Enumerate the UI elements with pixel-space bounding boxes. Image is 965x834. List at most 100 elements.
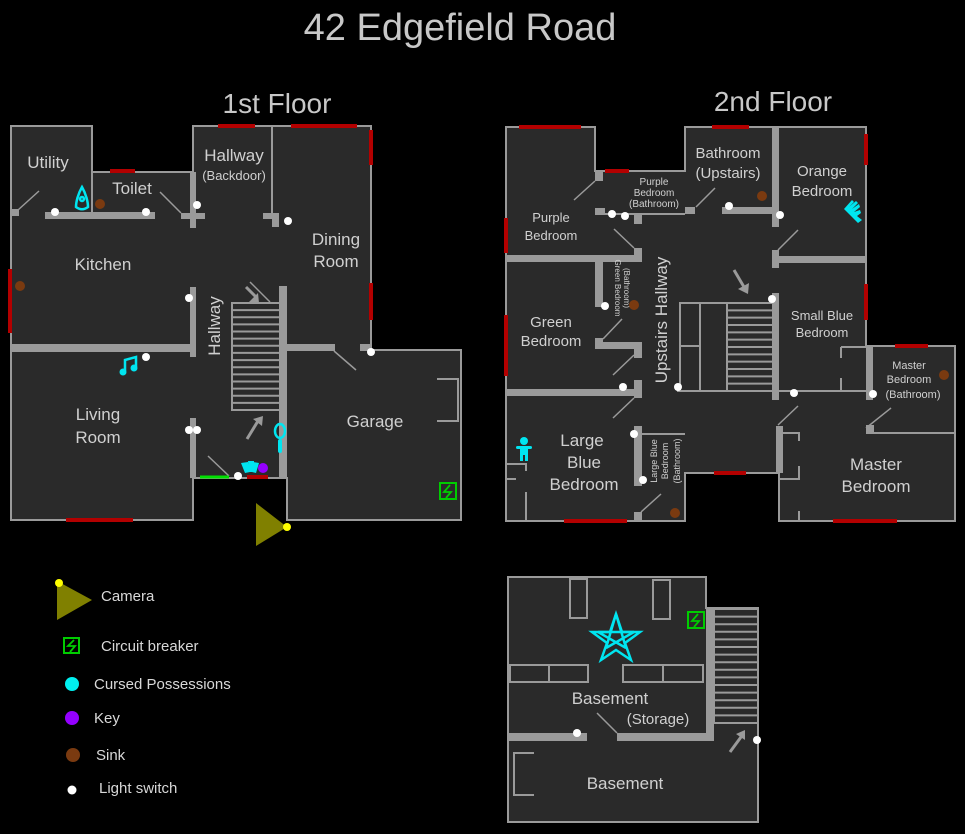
light-switch-icon[interactable] xyxy=(725,202,733,210)
room-label-basement-storage-2: (Storage) xyxy=(627,711,690,728)
light-switch-icon[interactable] xyxy=(185,426,193,434)
light-switch-icon[interactable] xyxy=(185,294,193,302)
second-floor-stairs[interactable] xyxy=(679,302,772,391)
room-label-dining-1: Dining xyxy=(312,230,360,249)
light-switches-second-floor xyxy=(601,202,877,484)
room-label-purple-bath-3: (Bathroom) xyxy=(629,199,679,210)
cursed-possession-tarot-cards-icon[interactable] xyxy=(241,461,259,473)
key-icon[interactable] xyxy=(258,463,268,473)
light-switch-icon[interactable] xyxy=(142,208,150,216)
room-label-purple-bath-2: Bedroom xyxy=(634,188,675,199)
camera-icon xyxy=(57,581,92,620)
light-switch-icon[interactable] xyxy=(601,302,609,310)
first-floor-outline xyxy=(10,125,462,521)
room-label-purple-bath-1: Purple xyxy=(640,177,669,188)
room-label-utility: Utility xyxy=(27,153,69,172)
legend-label: Key xyxy=(94,710,120,727)
room-label-dining-2: Room xyxy=(313,252,358,271)
light-switch-icon[interactable] xyxy=(768,295,776,303)
room-label-hallway-backdoor: Hallway xyxy=(204,146,264,165)
room-label-master-bedroom-1: Master xyxy=(850,455,902,474)
wall xyxy=(45,212,155,219)
light-switch-icon[interactable] xyxy=(619,383,627,391)
light-switch-icon[interactable] xyxy=(621,212,629,220)
light-switch-icon[interactable] xyxy=(142,353,150,361)
room-label-large-blue-3: Bedroom xyxy=(550,475,619,494)
legend-item-key: Key xyxy=(65,710,120,727)
light-switch-icon[interactable] xyxy=(284,217,292,225)
light-switches-first-floor xyxy=(51,201,375,480)
light-switch-icon[interactable] xyxy=(630,430,638,438)
cursed-possession-ouija-icon[interactable] xyxy=(74,184,90,211)
basement-stairs[interactable] xyxy=(706,608,759,740)
key-icon xyxy=(65,711,79,725)
room-label-bathroom-upstairs-2: (Upstairs) xyxy=(695,165,760,182)
first-floor: 1st Floor xyxy=(8,88,462,546)
room-label-garage: Garage xyxy=(347,412,404,431)
light-switch-icon[interactable] xyxy=(776,211,784,219)
map-title: 42 Edgefield Road xyxy=(304,7,617,49)
cursed-possession-monkey-paw-icon[interactable] xyxy=(844,200,862,223)
light-switch-icon[interactable] xyxy=(869,390,877,398)
legend-item-circuit-breaker: Circuit breaker xyxy=(63,637,199,655)
light-switch-icon[interactable] xyxy=(234,472,242,480)
circuit-breaker-icon[interactable] xyxy=(439,482,457,500)
room-label-living-1: Living xyxy=(76,405,120,424)
room-label-purple-bedroom-2: Bedroom xyxy=(525,228,578,243)
room-label-purple-bedroom-1: Purple xyxy=(532,210,570,225)
light-switch-icon[interactable] xyxy=(193,201,201,209)
room-label-green-bath-2: (Bathroom) xyxy=(622,268,631,308)
room-label-green-bedroom-2: Bedroom xyxy=(521,333,582,350)
room-label-large-blue-1: Large xyxy=(560,431,603,450)
room-label-large-blue-2: Blue xyxy=(567,453,601,472)
room-label-kitchen: Kitchen xyxy=(75,255,132,274)
legend-label: Sink xyxy=(96,747,126,764)
light-switch-icon[interactable] xyxy=(608,210,616,218)
light-switch-icon[interactable] xyxy=(639,476,647,484)
room-label-green-bath-1: Green Bedroom xyxy=(613,260,622,317)
first-floor-title: 1st Floor xyxy=(223,88,332,119)
circuit-breaker-icon[interactable] xyxy=(687,611,705,629)
light-switch-icon[interactable] xyxy=(367,348,375,356)
room-label-orange-bedroom-2: Bedroom xyxy=(792,183,853,200)
light-switch-icon[interactable] xyxy=(753,736,761,744)
light-switch-icon xyxy=(67,785,77,795)
room-label-large-blue-bath-2: Bedroom xyxy=(660,443,670,480)
room-label-master-bath-3: (Bathroom) xyxy=(885,389,940,401)
room-label-master-bedroom-2: Bedroom xyxy=(842,477,911,496)
sink-icon xyxy=(66,748,80,762)
room-label-toilet: Toilet xyxy=(112,179,152,198)
cursed-possession-music-box-icon[interactable] xyxy=(119,355,138,376)
camera-icon[interactable] xyxy=(256,503,291,546)
light-switch-icon[interactable] xyxy=(51,208,59,216)
first-floor-stairs[interactable] xyxy=(231,302,279,411)
sink-icon xyxy=(629,300,639,310)
room-label-small-blue-1: Small Blue xyxy=(791,308,853,323)
sink-icon xyxy=(670,508,680,518)
circuit-breaker-icon xyxy=(63,637,80,654)
legend-item-camera: Camera xyxy=(55,579,155,620)
light-switch-icon[interactable] xyxy=(674,383,682,391)
light-switch-icon[interactable] xyxy=(573,729,581,737)
legend-item-cursed-possessions: Cursed Possessions xyxy=(65,676,231,693)
light-switch-icon[interactable] xyxy=(790,389,798,397)
light-switch-icon[interactable] xyxy=(193,426,201,434)
room-label-upstairs-hallway: Upstairs Hallway xyxy=(652,256,671,383)
room-label-bathroom-upstairs-1: Bathroom xyxy=(695,145,760,162)
room-label-green-bedroom-1: Green xyxy=(530,314,572,331)
room-label-master-bath-1: Master xyxy=(892,360,926,372)
cursed-possession-summoning-circle-icon[interactable] xyxy=(588,610,644,664)
room-label-basement-storage-1: Basement xyxy=(572,689,649,708)
legend-label: Cursed Possessions xyxy=(94,676,231,693)
legend-item-sink: Sink xyxy=(66,747,126,764)
stairs-arrow-down-icon xyxy=(244,285,259,303)
second-floor: 2nd Floor xyxy=(504,86,956,523)
room-label-basement: Basement xyxy=(587,774,664,793)
room-label-living-2: Room xyxy=(75,428,120,447)
room-label-hallway-backdoor-sub: (Backdoor) xyxy=(202,168,266,183)
room-label-orange-bedroom-1: Orange xyxy=(797,163,847,180)
cursed-possession-voodoo-doll-icon[interactable] xyxy=(516,437,532,461)
cursed-possession-mirror-icon[interactable] xyxy=(273,422,287,453)
stairs-arrow-up-icon xyxy=(245,416,263,440)
